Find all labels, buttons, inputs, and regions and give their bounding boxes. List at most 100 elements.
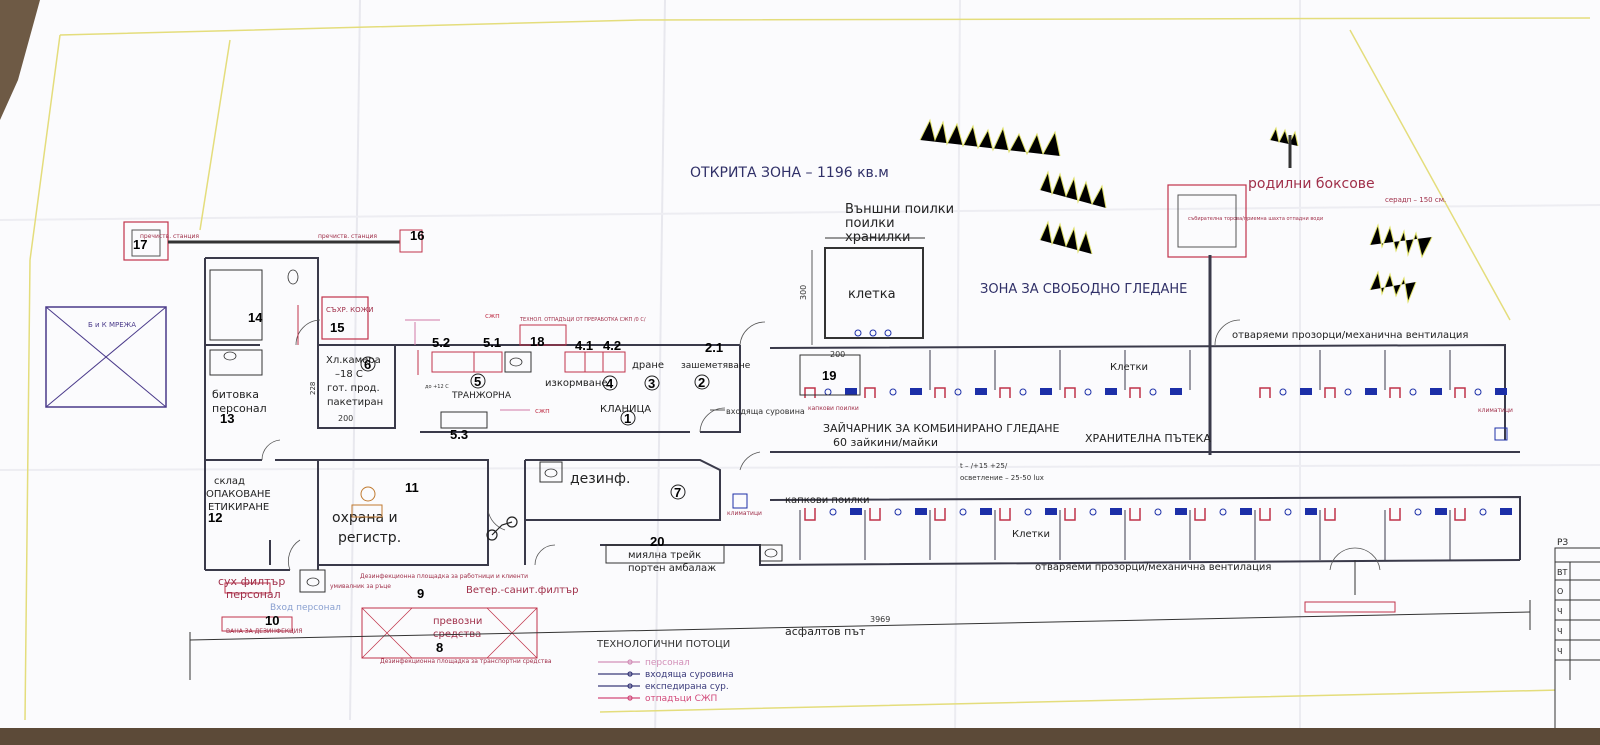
- sink-icons: [223, 269, 778, 587]
- vet-filter-label: Ветер.-санит.филтър: [466, 585, 578, 596]
- guard-desk-icon: [351, 486, 383, 518]
- stunning-label: зашеметяване: [681, 361, 751, 371]
- treatment-right-label: пречиств. станция: [318, 233, 377, 240]
- birthing-title: родилни боксове: [1248, 176, 1375, 192]
- number-4-2: 4.2: [603, 338, 621, 353]
- number-7: 7: [674, 485, 681, 500]
- temp-dual-label: до +12 С: [425, 384, 449, 390]
- windows-bottom-label: отваряеми прозорци/механична вентилация: [1035, 562, 1271, 573]
- number-12: 12: [208, 510, 222, 525]
- warehouse-label-1: склад: [214, 476, 245, 487]
- gate-bar: [1304, 601, 1396, 613]
- mgmt-label-2: сжп: [535, 407, 550, 415]
- shaft-box: [1167, 184, 1247, 258]
- number-4-1: 4.1: [575, 338, 593, 353]
- legend-lines: [598, 659, 640, 701]
- treatment-left-label: пречиств. станция: [140, 233, 199, 240]
- table-edge: [0, 0, 40, 120]
- dim-228: 228: [309, 382, 317, 395]
- climate-small-left: климатици: [727, 510, 762, 517]
- tech-waste-label: ТЕХНОЛ. ОТПАДЪЦИ ОТ ПРЕРАБОТКА СЖП /0 С/: [519, 317, 646, 323]
- slaughter-label: КЛАНИЦА: [600, 404, 651, 415]
- disinf-label: дезинф.: [570, 471, 630, 487]
- mgmt-label-1: сжп: [485, 312, 500, 320]
- climate-unit-right: [1494, 427, 1508, 441]
- climate-units-right: климатици: [1478, 407, 1513, 414]
- frame-line: [199, 39, 231, 231]
- washing-label: миялна трейк: [628, 550, 701, 561]
- dry-filter-label-1: сух филтър: [218, 575, 285, 588]
- number-20: 20: [650, 534, 664, 549]
- paper-fold: [654, 0, 666, 741]
- stamp-code: РЗ: [1557, 538, 1568, 548]
- processing-rooms: [209, 269, 783, 659]
- number-9: 9: [417, 586, 424, 601]
- evisceration-label: изкормване: [545, 378, 608, 389]
- fattening-sub: 60 зайкини/майки: [833, 436, 938, 449]
- packed-label: пакетиран: [327, 397, 383, 408]
- drawing-frame: [24, 17, 1591, 721]
- disinf-pad-staff-label: Дезинфекционна площадка за работници и к…: [360, 573, 528, 580]
- number-5-2: 5.2: [432, 335, 450, 350]
- paper-fold: [954, 0, 961, 741]
- lighting-label: осветление – 25-50 lux: [960, 474, 1044, 482]
- returnable-label: портен амбалаж: [628, 563, 716, 574]
- legend-title: ТЕХНОЛОГИЧНИ ПОТОЦИ: [596, 639, 730, 650]
- outer-drinkers-label-2: поилки: [845, 216, 895, 231]
- outer-drinkers-label: Външни поилки: [845, 202, 954, 217]
- number-1: 1: [624, 411, 631, 426]
- number-6: 6: [364, 357, 371, 372]
- number-5-1: 5.1: [483, 335, 501, 350]
- number-19: 19: [822, 368, 836, 383]
- free-rearing-title: ЗОНА ЗА СВОБОДНО ГЛЕДАНЕ: [980, 282, 1187, 297]
- warehouse-label-2: ОПАКОВАНЕ: [206, 489, 271, 500]
- drip-drinkers-small: капкови поилки: [808, 405, 859, 412]
- bicycle-icon: [486, 516, 518, 541]
- stamp-cell-3: Ч: [1557, 627, 1562, 636]
- disinf-pad-label: Дезинфекционна площадка за транспортни с…: [380, 658, 552, 665]
- incoming-label: входяща суровина: [726, 407, 805, 416]
- hand-washer-label: умивалник за ръце: [330, 583, 391, 590]
- dim-300: 300: [799, 285, 808, 300]
- room-number-markers: [360, 356, 710, 500]
- title-block: [1554, 547, 1600, 745]
- stamp-cell-1: О: [1557, 587, 1563, 596]
- building-walls: [204, 257, 1521, 571]
- legend-item-shipped: експедирана сур.: [645, 682, 729, 692]
- staff-entry-label: Вход персонал: [270, 603, 341, 613]
- asphalt-road-edge: [189, 611, 1531, 641]
- household-label-2: персонал: [212, 402, 267, 415]
- finished-prod-label: гот. прод.: [327, 383, 380, 394]
- cage-partitions: [799, 255, 1451, 560]
- paper-fold: [0, 464, 1600, 471]
- cold-chamber-label: Хл.камера: [326, 355, 381, 366]
- flow-arrows: [297, 305, 725, 411]
- number-13: 13: [220, 411, 234, 426]
- asphalt-label: асфалтов път: [785, 625, 866, 638]
- treatment-station-right: [399, 229, 423, 253]
- vehicles-label-1: превозни: [433, 616, 482, 627]
- number-5: 5: [474, 374, 481, 389]
- stamp-cell-0: ВТ: [1557, 568, 1567, 577]
- number-3: 3: [648, 376, 655, 391]
- household-label-1: битовка: [212, 388, 259, 401]
- legend-item-incoming: входяща суровина: [645, 670, 734, 680]
- drinker-row-top: [804, 329, 1507, 398]
- dim-200-cold: 200: [338, 414, 353, 423]
- number-17: 17: [133, 237, 147, 252]
- number-14: 14: [248, 310, 263, 325]
- paper-fold: [349, 0, 361, 721]
- legend-item-staff: персонал: [645, 658, 690, 668]
- stamp-cell-2: Ч: [1557, 607, 1562, 616]
- shaft-label: събирателна торова/приемна шахта отпадни…: [1188, 216, 1323, 222]
- number-2: 2: [698, 375, 705, 390]
- warehouse-label-3: ЕТИКИРАНЕ: [208, 502, 269, 513]
- treatment-station-inner: [131, 229, 161, 257]
- open-zone-title: ОТКРИТА ЗОНА – 1196 кв.м: [690, 165, 889, 181]
- paper-fold: [0, 204, 1600, 221]
- number-2-1: 2.1: [705, 340, 723, 355]
- birthing-note: серадп – 150 см.: [1385, 196, 1446, 204]
- number-11: 11: [405, 480, 419, 495]
- cold-temp-label: –18 С: [335, 369, 363, 380]
